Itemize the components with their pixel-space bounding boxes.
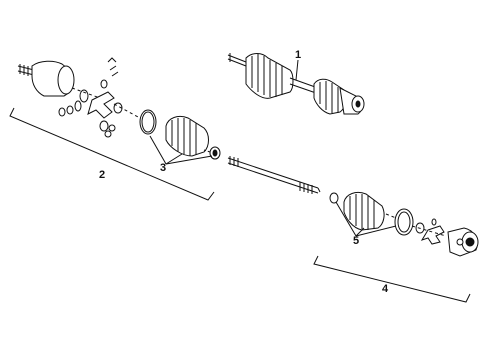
- outer-joint-components: [329, 191, 479, 257]
- callout-5: 5: [353, 235, 359, 247]
- inner-joint-components: [17, 57, 141, 138]
- axle-shaft-assembly: [227, 53, 365, 115]
- callout-3: 3: [160, 162, 166, 174]
- intermediate-shaft: [227, 156, 321, 194]
- bracket-group-2: [9, 107, 215, 201]
- callout-4: 4: [382, 283, 389, 295]
- callout-2: 2: [99, 169, 105, 181]
- inner-boot-group: [139, 109, 221, 165]
- callout-1: 1: [295, 49, 301, 61]
- bracket-group-4: [313, 255, 471, 303]
